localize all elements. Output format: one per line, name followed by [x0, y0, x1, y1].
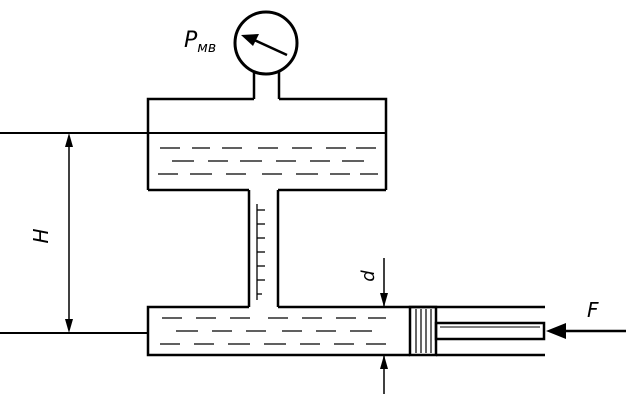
- piston: [408, 305, 546, 357]
- height-dimension: [65, 133, 73, 333]
- height-label: H: [29, 228, 53, 243]
- lower-cylinder: [0, 305, 545, 357]
- pressure-gauge: [233, 10, 299, 99]
- pressure-gauge-label: Pмв: [184, 28, 216, 56]
- force-label: F: [587, 298, 599, 322]
- diameter-label: d: [358, 270, 379, 282]
- upper-tank: [0, 97, 388, 192]
- vertical-pipe: [247, 190, 280, 307]
- diameter-dimension: [380, 258, 410, 394]
- force-arrow: [546, 323, 626, 339]
